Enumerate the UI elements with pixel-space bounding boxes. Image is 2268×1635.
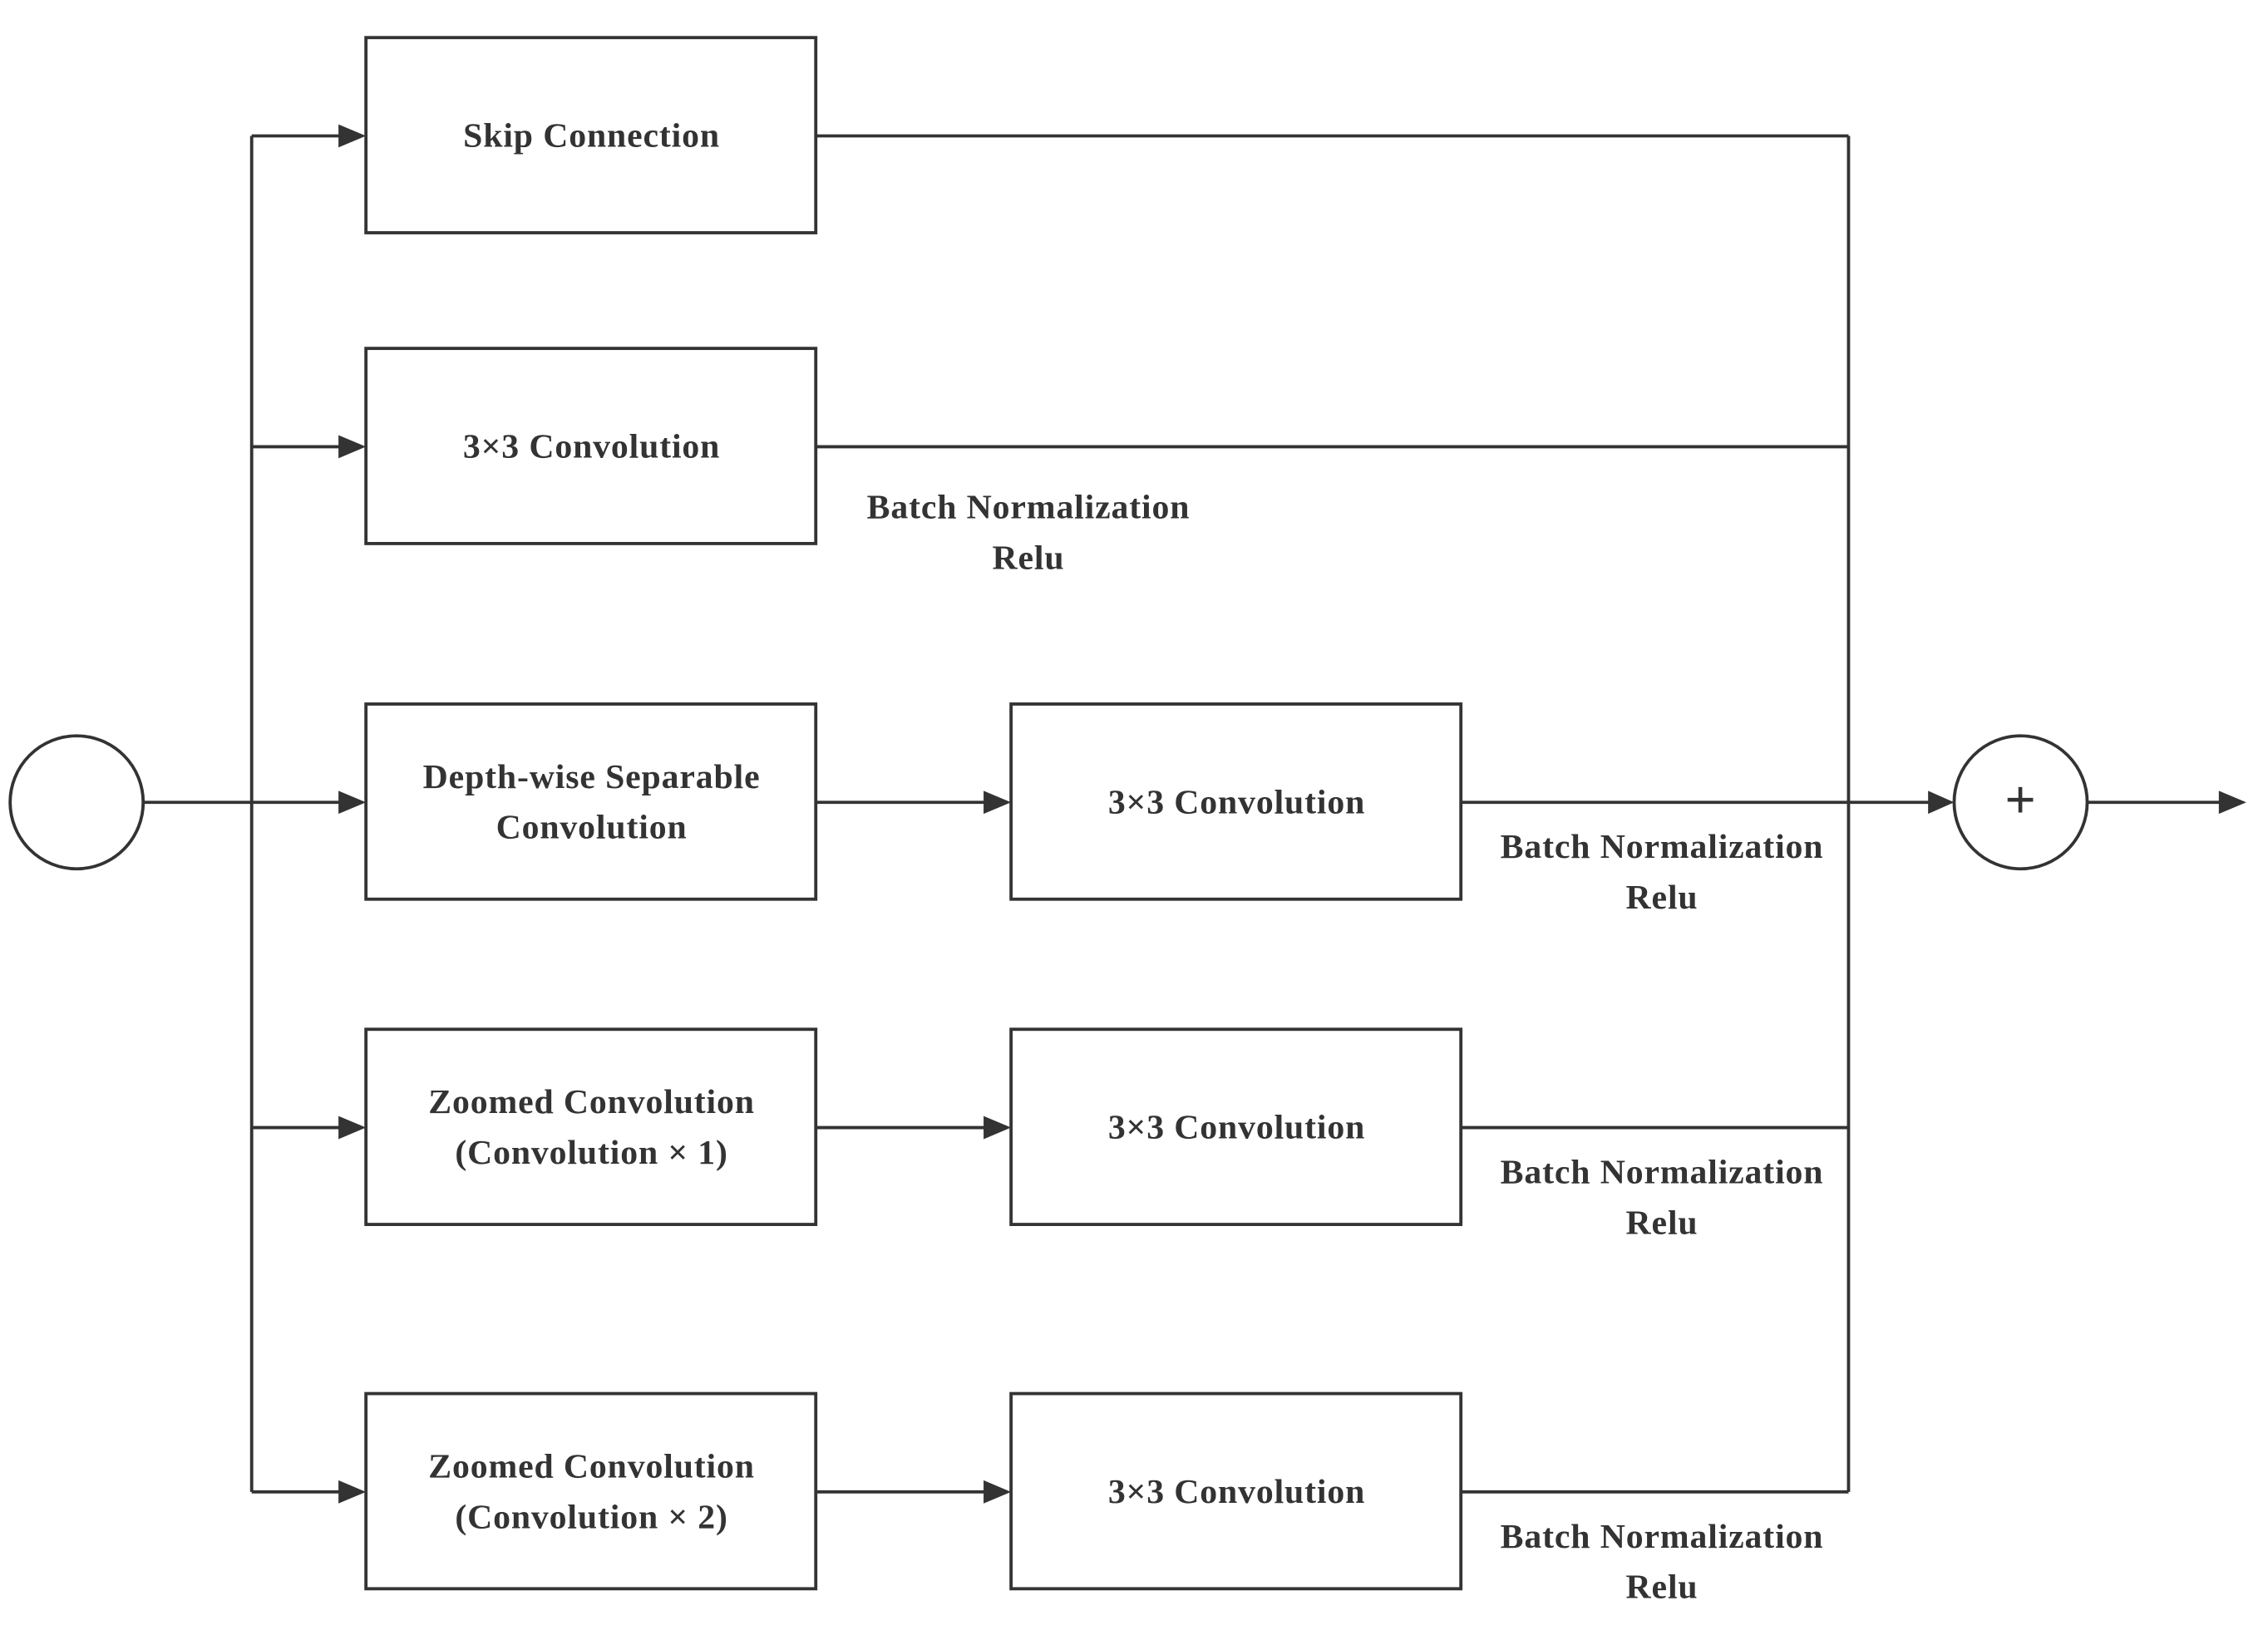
block-label: (Convolution × 2)	[455, 1498, 727, 1536]
arrowhead	[984, 1480, 1012, 1504]
block-1	[364, 36, 818, 234]
arrowhead	[984, 790, 1012, 815]
conv3x3-block	[1009, 702, 1463, 901]
arrowhead	[338, 124, 367, 148]
arrowhead	[338, 1480, 367, 1504]
post-op-label: Relu	[1626, 879, 1699, 917]
post-op-label: Relu	[1626, 1569, 1699, 1607]
block-label: (Convolution × 1)	[455, 1134, 727, 1172]
block-label: Zoomed Convolution	[428, 1083, 755, 1121]
conv3x3-label: 3×3 Convolution	[1108, 1109, 1365, 1147]
conv3x3-block	[1009, 1391, 1463, 1591]
block-3	[364, 702, 818, 901]
post-op-label: Batch Normalization	[1501, 1154, 1824, 1192]
sum-symbol: +	[2004, 770, 2037, 830]
post-op-label: Relu	[1626, 1204, 1699, 1242]
post-op-label: Relu	[993, 539, 1065, 577]
post-op-label: Batch Normalization	[1501, 828, 1824, 866]
conv3x3-block	[1009, 1027, 1463, 1226]
input-node	[8, 734, 145, 871]
block-label: Depth-wise Separable	[423, 758, 761, 796]
block-label: 3×3 Convolution	[463, 427, 720, 465]
arrowhead	[338, 435, 367, 459]
post-op-label: Batch Normalization	[1501, 1518, 1824, 1556]
arrowhead	[338, 790, 367, 815]
block-label: Zoomed Convolution	[428, 1447, 755, 1485]
arrowhead	[338, 1115, 367, 1140]
arrowhead	[984, 1115, 1012, 1140]
arrowhead	[1928, 790, 1955, 815]
post-op-label: Batch Normalization	[867, 489, 1191, 527]
block-label: Convolution	[496, 809, 688, 847]
block-5	[364, 1391, 818, 1591]
block-4	[364, 1027, 818, 1226]
conv3x3-label: 3×3 Convolution	[1108, 783, 1365, 821]
arrowhead	[2218, 790, 2246, 815]
conv3x3-label: 3×3 Convolution	[1108, 1473, 1365, 1511]
block-label: Skip Connection	[463, 117, 720, 155]
